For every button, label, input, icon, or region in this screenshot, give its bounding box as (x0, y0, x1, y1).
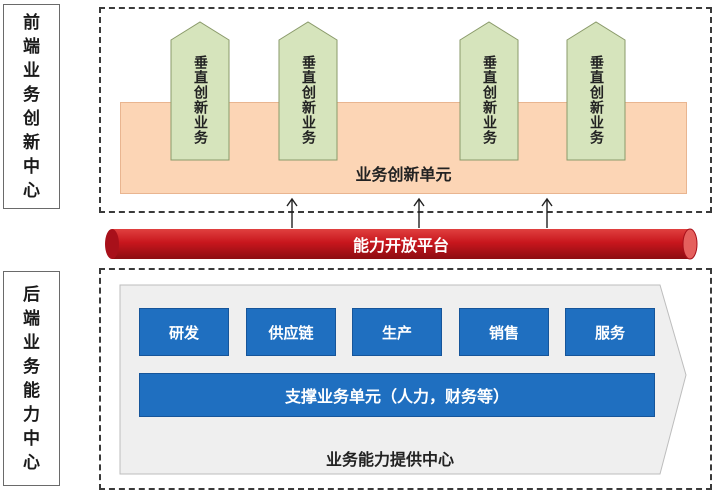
capability-platform-label: 能力开放平台 (352, 236, 449, 255)
vertical-business-3-label: 垂直创新业务 (481, 55, 497, 145)
capability-production-label: 生产 (381, 323, 412, 342)
platform-tube (105, 228, 698, 260)
capability-center-label: 业务能力提供中心 (325, 450, 454, 469)
front-center-label: 前端业务创新中心 (3, 4, 60, 209)
front-center-label-text: 前端业务创新中心 (23, 12, 40, 201)
vertical-business-4-label: 垂直创新业务 (588, 55, 604, 145)
support-unit-label: 支撑业务单元（人力，财务等） (284, 387, 509, 406)
capability-rnd-label: 研发 (168, 323, 199, 342)
capability-service-label: 服务 (594, 323, 625, 342)
vertical-business-arrow-2 (278, 21, 338, 161)
capability-production: 生产 (352, 308, 442, 356)
capability-platform: 能力开放平台 (120, 229, 682, 259)
capability-sales: 销售 (459, 308, 549, 356)
capability-supply-chain: 供应链 (246, 308, 336, 356)
vertical-business-3: 垂直创新业务 (460, 42, 518, 158)
vertical-business-arrow-1 (170, 21, 230, 161)
vertical-business-2: 垂直创新业务 (279, 42, 337, 158)
vertical-business-1: 垂直创新业务 (171, 42, 229, 158)
front-region (99, 7, 712, 213)
vertical-business-1-label: 垂直创新业务 (192, 55, 208, 145)
capability-sales-label: 销售 (488, 323, 519, 342)
back-region (99, 268, 712, 490)
capability-rnd: 研发 (139, 308, 229, 356)
vertical-business-arrow-4 (566, 21, 626, 161)
back-center-label: 后端业务能力中心 (3, 271, 60, 486)
vertical-business-2-label: 垂直创新业务 (300, 55, 316, 145)
support-unit: 支撑业务单元（人力，财务等） (139, 373, 655, 417)
capability-supply-chain-label: 供应链 (268, 323, 314, 342)
capability-service: 服务 (565, 308, 655, 356)
vertical-business-arrow-3 (459, 21, 519, 161)
back-center-label-text: 后端业务能力中心 (23, 284, 40, 473)
capability-center: 业务能力提供中心 (120, 444, 660, 472)
vertical-business-4: 垂直创新业务 (567, 42, 625, 158)
innovation-unit-label: 业务创新单元 (355, 165, 452, 184)
